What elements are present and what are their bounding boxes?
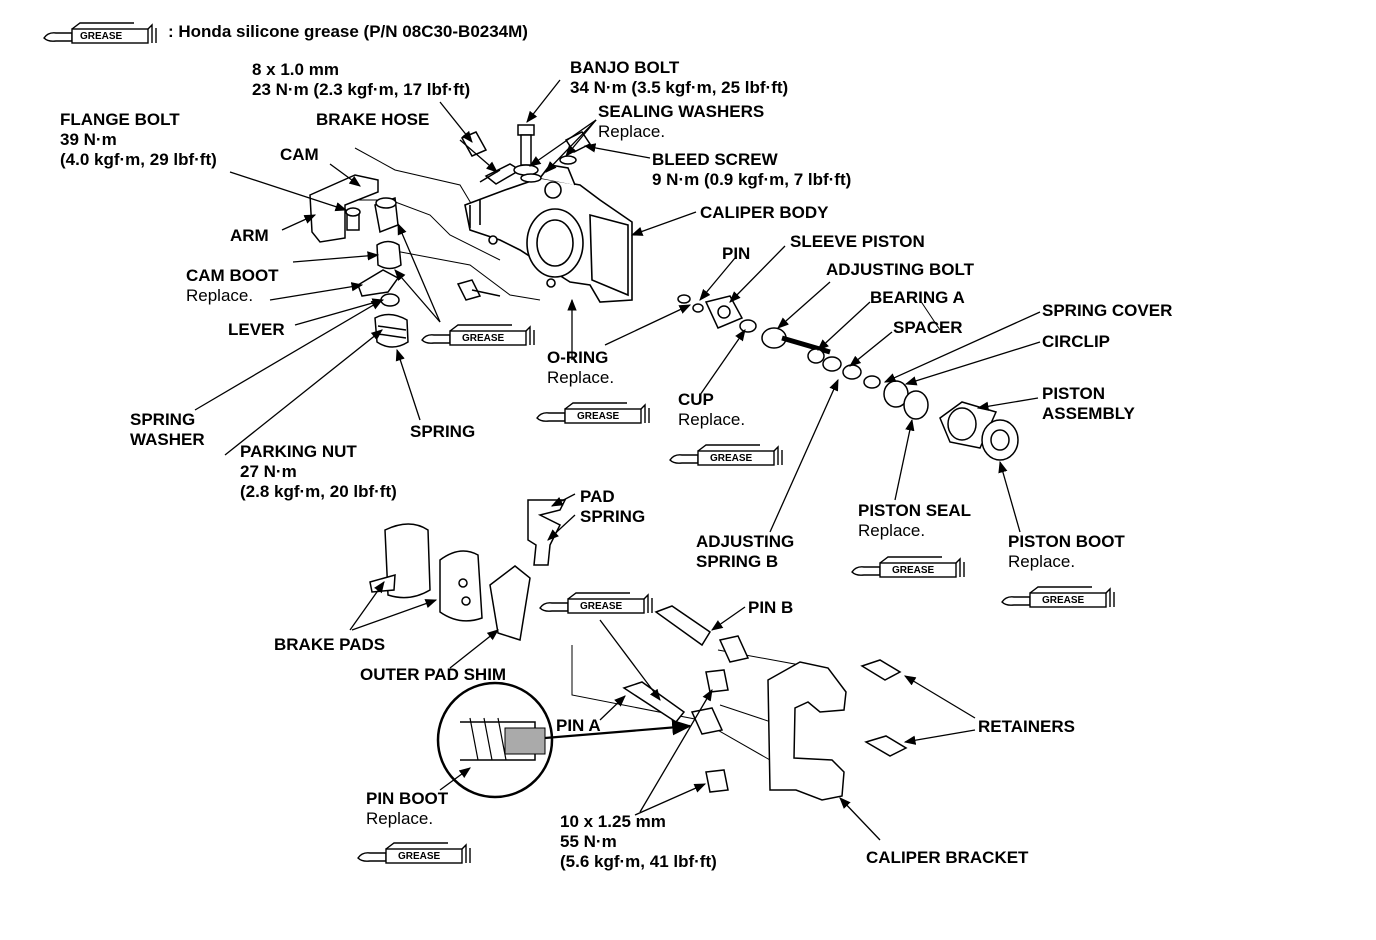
label-cam: CAM xyxy=(280,145,319,164)
label-spring: SPRING xyxy=(410,422,476,441)
svg-text:GREASE: GREASE xyxy=(892,565,935,576)
label-bracket-bolt: 10 x 1.25 mm 55 N·m (5.6 kgf·m, 41 lbf·f… xyxy=(560,812,717,871)
label-brake-pads: BRAKE PADS xyxy=(274,635,386,654)
parking-mechanism-drawing xyxy=(309,174,409,348)
leader-arrows xyxy=(194,79,1041,841)
label-brake-hose: BRAKE HOSE xyxy=(316,110,430,129)
label-pin-b: PIN B xyxy=(748,598,794,617)
mounting-bolt-drawing xyxy=(456,279,501,301)
label-pad-spring: PAD SPRING xyxy=(580,487,646,526)
label-adjusting-bolt: ADJUSTING BOLT xyxy=(826,260,974,279)
brake-pads-drawing xyxy=(369,499,567,641)
label-cup: CUP Replace. xyxy=(678,390,746,429)
label-lever: LEVER xyxy=(228,320,285,339)
grease-tube-icons: GREASE GREASE GREASE GREASE GREASE GREAS… xyxy=(357,324,1115,864)
label-caliper-body: CALIPER BODY xyxy=(700,203,829,222)
label-spacer: SPACER xyxy=(893,318,963,337)
label-pin-boot: PIN BOOT Replace. xyxy=(366,789,449,828)
label-piston-assembly: PISTON ASSEMBLY xyxy=(1042,384,1135,423)
label-retainers: RETAINERS xyxy=(978,717,1075,736)
svg-text:GREASE: GREASE xyxy=(462,333,505,344)
label-circlip: CIRCLIP xyxy=(1042,332,1110,351)
svg-text:GREASE: GREASE xyxy=(710,453,753,464)
legend-description: : Honda silicone grease (P/N 08C30-B0234… xyxy=(168,22,528,41)
label-piston-boot: PISTON BOOT Replace. xyxy=(1008,532,1125,571)
label-piston-seal: PISTON SEAL Replace. xyxy=(858,501,972,540)
assembly-guides xyxy=(330,147,941,761)
label-caliper-bracket: CALIPER BRACKET xyxy=(866,848,1029,867)
label-arm: ARM xyxy=(230,226,269,245)
bracket-and-pins-drawing xyxy=(622,605,908,801)
label-bearing-a: BEARING A xyxy=(870,288,965,307)
label-flange-bolt: FLANGE BOLT 39 N·m (4.0 kgf·m, 29 lbf·ft… xyxy=(60,110,217,169)
svg-text:GREASE: GREASE xyxy=(580,601,623,612)
label-cam-boot: CAM BOOT Replace. xyxy=(186,266,279,305)
pin-boot-inset xyxy=(436,681,554,799)
svg-text:GREASE: GREASE xyxy=(577,411,620,422)
svg-text:GREASE: GREASE xyxy=(1042,595,1085,606)
label-pin: PIN xyxy=(722,244,751,263)
label-bolt-8x1: 8 x 1.0 mm 23 N·m (2.3 kgf·m, 17 lbf·ft) xyxy=(252,60,471,99)
label-banjo-bolt: BANJO BOLT 34 N·m (3.5 kgf·m, 25 lbf·ft) xyxy=(570,58,789,97)
legend-grease-icon: GREASE xyxy=(43,22,157,44)
label-bleed-screw: BLEED SCREW 9 N·m (0.9 kgf·m, 7 lbf·ft) xyxy=(652,150,852,189)
label-outer-pad-shim: OUTER PAD SHIM xyxy=(360,665,507,684)
label-pin-a: PIN A xyxy=(556,716,601,735)
label-parking-nut: PARKING NUT 27 N·m (2.8 kgf·m, 20 lbf·ft… xyxy=(240,442,397,501)
caliper-body-drawing xyxy=(464,164,633,303)
label-o-ring: O-RING Replace. xyxy=(547,348,615,387)
svg-text:GREASE: GREASE xyxy=(398,851,441,862)
label-sealing-washers: SEALING WASHERS Replace. xyxy=(598,102,765,141)
label-adjusting-spring-b: ADJUSTING SPRING B xyxy=(696,532,795,571)
svg-text:GREASE: GREASE xyxy=(80,31,123,42)
label-sleeve-piston: SLEEVE PISTON xyxy=(790,232,925,251)
label-spring-cover: SPRING COVER xyxy=(1042,301,1173,320)
label-spring-washer: SPRING WASHER xyxy=(130,410,205,449)
piston-stack-drawing xyxy=(677,294,1019,461)
